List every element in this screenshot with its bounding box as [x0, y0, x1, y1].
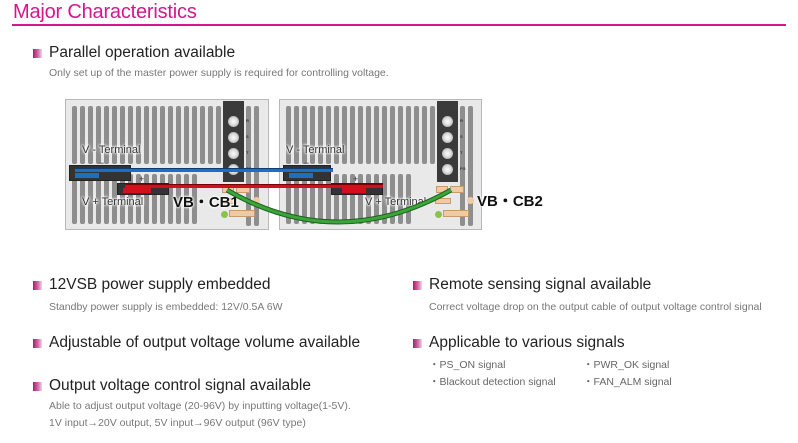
minus-sign: − — [304, 158, 310, 168]
parallel-connection-diagram: R S T FG − + V - Terminal V + Terminal V… — [65, 99, 545, 235]
signal-list: ・PS_ON signal ・PWR_OK signal ・Blackout d… — [429, 358, 733, 390]
signal-item: ・PWR_OK signal — [583, 359, 670, 371]
vent-grille-top — [72, 106, 221, 164]
bullet-icon — [33, 338, 42, 348]
feature-description: Able to adjust output voltage (20-96V) b… — [49, 398, 351, 432]
vb-cb1-label: VB・CB1 — [173, 194, 239, 211]
vent-grille-top — [286, 106, 435, 164]
signal-item: ・PS_ON signal — [429, 359, 506, 371]
signal-item: ・FAN_ALM signal — [583, 376, 672, 388]
title-divider — [12, 24, 786, 26]
connector — [435, 198, 451, 204]
feature-title: Adjustable of output voltage volume avai… — [49, 334, 361, 351]
v-minus-terminal-label: V - Terminal — [82, 144, 141, 156]
signal-cable — [225, 187, 453, 225]
negative-cable — [75, 168, 333, 172]
feature-title: Remote sensing signal available — [429, 276, 652, 293]
vb-cb2-label: VB・CB2 — [477, 193, 543, 210]
feature-title: Applicable to various signals — [429, 334, 625, 351]
v-plus-terminal-label: V + Terminal — [365, 196, 427, 208]
led-indicator — [221, 211, 228, 218]
description-line-1: Able to adjust output voltage (20-96V) b… — [49, 400, 351, 412]
signal-item: ・Blackout detection signal — [429, 376, 556, 388]
feature-description: Correct voltage drop on the output cable… — [429, 301, 762, 313]
feature-parallel-operation: Parallel operation available Only set up… — [33, 44, 389, 82]
feature-output-control-signal: Output voltage control signal available … — [33, 377, 351, 432]
positive-cable — [125, 184, 383, 188]
v-minus-terminal-label: V - Terminal — [286, 144, 345, 156]
plus-sign: + — [353, 174, 359, 184]
bullet-icon — [33, 381, 42, 391]
connector-signal — [229, 210, 255, 217]
minus-sign: − — [99, 158, 105, 168]
led-indicator — [435, 211, 442, 218]
terminal-label-s: S — [460, 134, 463, 139]
description-line-2: 1V input→20V output, 5V input→96V output… — [49, 417, 306, 429]
feature-description: Standby power supply is embedded: 12V/0.… — [49, 301, 283, 313]
power-supply-unit-2: R S T FG − + V - Terminal V + Terminal — [279, 99, 482, 230]
bullet-icon — [413, 280, 422, 290]
feature-title: Parallel operation available — [49, 44, 236, 61]
feature-description: Only set up of the master power supply i… — [49, 67, 389, 79]
feature-remote-sensing: Remote sensing signal available Correct … — [413, 276, 762, 316]
ac-input-terminal-block — [437, 101, 458, 182]
page-title: Major Characteristics — [13, 1, 197, 23]
connector — [221, 198, 237, 204]
terminal-label-r: R — [246, 118, 249, 123]
feature-title: 12VSB power supply embedded — [49, 276, 271, 293]
terminal-label-t: T — [460, 150, 463, 155]
vent-grille-bottom — [286, 174, 411, 224]
bullet-icon — [413, 338, 422, 348]
terminal-label-t: T — [246, 150, 249, 155]
vent-grille-bottom — [72, 174, 197, 224]
power-supply-unit-1: R S T FG − + V - Terminal V + Terminal V… — [65, 99, 269, 230]
feature-various-signals: Applicable to various signals ・PS_ON sig… — [413, 334, 733, 390]
feature-12vsb: 12VSB power supply embedded Standby powe… — [33, 276, 282, 316]
feature-title: Output voltage control signal available — [49, 377, 311, 394]
feature-adjustable-output: Adjustable of output voltage volume avai… — [33, 334, 360, 352]
terminal-label-fg: FG — [460, 166, 466, 171]
bullet-icon — [33, 48, 42, 58]
v-plus-terminal-label: V + Terminal — [82, 196, 144, 208]
connector-signal — [443, 210, 469, 217]
terminal-label-s: S — [246, 134, 249, 139]
adjust-knob — [253, 197, 260, 204]
adjust-knob — [467, 197, 474, 204]
bullet-icon — [33, 280, 42, 290]
terminal-label-r: R — [460, 118, 463, 123]
plus-sign: + — [139, 174, 145, 184]
